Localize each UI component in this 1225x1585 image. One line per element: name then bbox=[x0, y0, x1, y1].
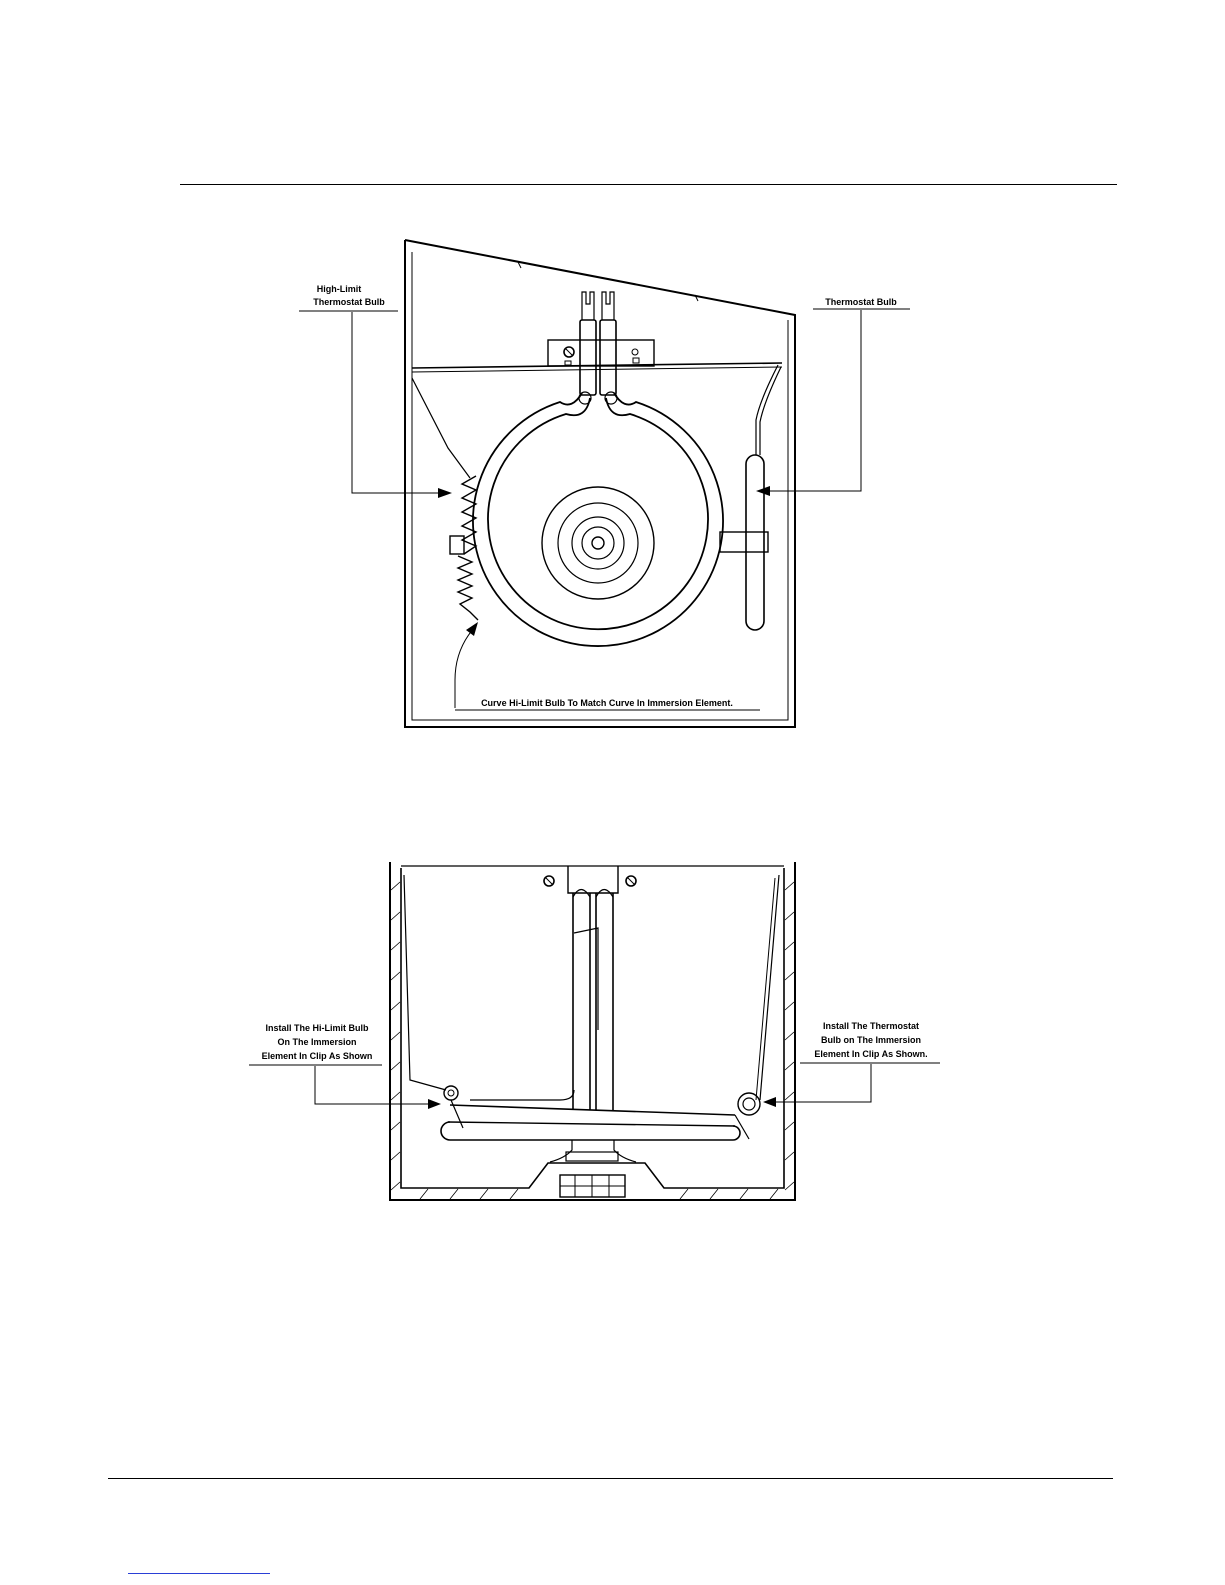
callout-curve-instruction: Curve Hi-Limit Bulb To Match Curve In Im… bbox=[481, 698, 733, 708]
callout-thermostat-line3: Element In Clip As Shown. bbox=[814, 1049, 927, 1059]
callout-thermostat-line1: Install The Thermostat bbox=[823, 1021, 919, 1031]
hi-limit-clip bbox=[444, 1086, 458, 1100]
high-limit-clip bbox=[450, 536, 464, 554]
callout-high-limit-line2: Thermostat Bulb bbox=[313, 297, 385, 307]
footer-link-underline[interactable] bbox=[128, 1573, 270, 1574]
top-view-diagram bbox=[299, 240, 910, 727]
bracket-screw-right bbox=[632, 349, 638, 355]
thermostat-bulb-shape bbox=[746, 455, 764, 630]
footer-rule bbox=[108, 1478, 1113, 1479]
callout-hi-limit-line3: Element In Clip As Shown bbox=[262, 1051, 373, 1061]
callout-high-limit-line1: High-Limit bbox=[317, 284, 362, 294]
center-ring-outer bbox=[542, 487, 654, 599]
callout-hi-limit-line2: On The Immersion bbox=[277, 1037, 356, 1047]
callout-hi-limit-line1: Install The Hi-Limit Bulb bbox=[266, 1023, 370, 1033]
callout-thermostat-line2: Bulb on The Immersion bbox=[821, 1035, 921, 1045]
callout-thermostat-bulb: Thermostat Bulb bbox=[825, 297, 897, 307]
thermostat-clip bbox=[720, 532, 768, 552]
